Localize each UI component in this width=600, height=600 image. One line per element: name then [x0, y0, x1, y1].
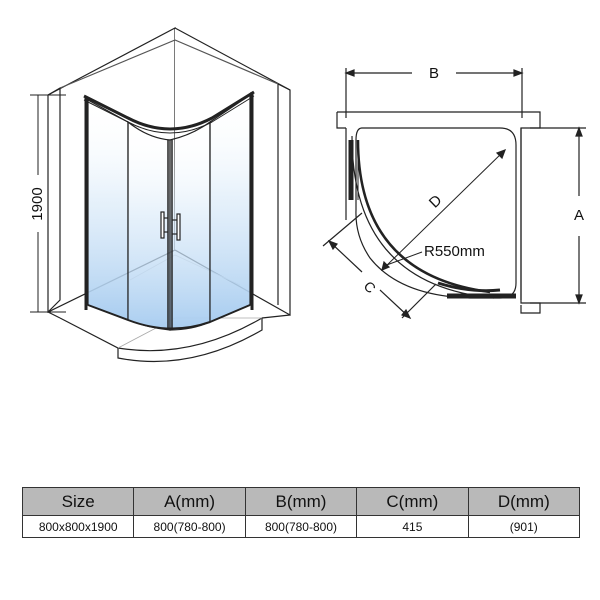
shower-tray [355, 127, 517, 299]
table-header-row: Size A(mm) B(mm) C(mm) D(mm) [21, 487, 581, 516]
dimension-a-label: A [574, 207, 584, 224]
cell-b: 800(780-800) [244, 515, 358, 538]
table-row: 800x800x1900 800(780-800) 800(780-800) 4… [21, 515, 581, 538]
header-b: B(mm) [244, 487, 358, 516]
wall-frame [337, 111, 541, 314]
dimension-c-label: C [361, 278, 379, 297]
spec-table: Size A(mm) B(mm) C(mm) D(mm) 800x800x190… [21, 487, 581, 538]
cell-a: 800(780-800) [133, 515, 246, 538]
dimension-b-label: B [429, 65, 439, 82]
shower-enclosure-diagram: 1900 [29, 27, 586, 363]
radius-label: R550mm [424, 243, 485, 260]
cell-d: (901) [467, 515, 581, 538]
door-handle-left-icon [160, 211, 165, 239]
curved-door-arc [356, 139, 491, 294]
glass-door-right [169, 120, 211, 331]
enclosure-plan-view [322, 68, 586, 320]
height-label: 1900 [29, 187, 46, 220]
cell-size: 800x800x1900 [21, 515, 135, 538]
enclosure-3d-view [30, 27, 291, 363]
glass-panel-left [87, 98, 129, 321]
cell-c: 415 [356, 515, 469, 538]
top-rail [83, 90, 255, 131]
header-c: C(mm) [356, 487, 469, 516]
glass-panel-right [209, 93, 251, 323]
header-size: Size [21, 487, 135, 516]
floor-base [59, 314, 291, 352]
header-d: D(mm) [467, 487, 581, 516]
dimension-d-label: D [426, 192, 446, 212]
door-handle-right-icon [176, 213, 181, 241]
header-a: A(mm) [133, 487, 246, 516]
